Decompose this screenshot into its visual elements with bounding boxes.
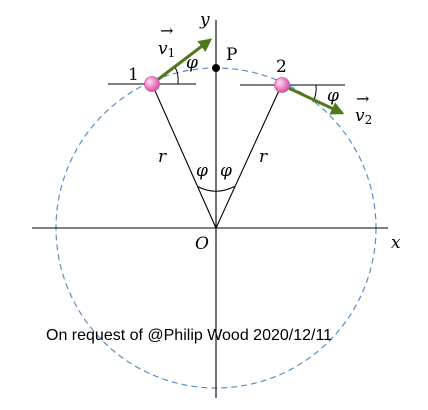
caption: On request of @Philip Wood 2020/12/11 <box>46 327 332 344</box>
origin-label: O <box>195 234 209 254</box>
angle-arc-center <box>197 186 235 192</box>
particle-2 <box>274 77 290 93</box>
particle-1 <box>144 76 160 92</box>
angle-arc-1 <box>174 66 179 85</box>
x-axis-label: x <box>391 233 401 253</box>
angle-label-1: φ <box>186 53 198 73</box>
y-axis-label: y <box>199 10 210 30</box>
angle-label-2: φ <box>327 86 339 106</box>
point-p <box>212 64 220 72</box>
velocity-arrow-1 <box>151 38 213 86</box>
velocity-arrow-2 <box>281 83 345 115</box>
angle-label-center-right: φ <box>220 161 232 181</box>
particle-1-label: 1 <box>128 65 139 85</box>
velocity-2-arrow-accent: → <box>356 89 369 108</box>
velocity-2-label: v2 <box>355 106 372 127</box>
particle-2-label: 2 <box>276 57 287 77</box>
radius-label-2: r <box>259 147 268 167</box>
point-p-label: P <box>226 45 237 65</box>
radius-label-1: r <box>158 147 167 167</box>
angle-label-center-left: φ <box>196 161 208 181</box>
velocity-1-label: v1 <box>158 39 175 60</box>
radius-line-1 <box>151 83 217 229</box>
velocity-1-arrow-accent: → <box>160 21 173 40</box>
radius-line-2 <box>215 83 283 229</box>
